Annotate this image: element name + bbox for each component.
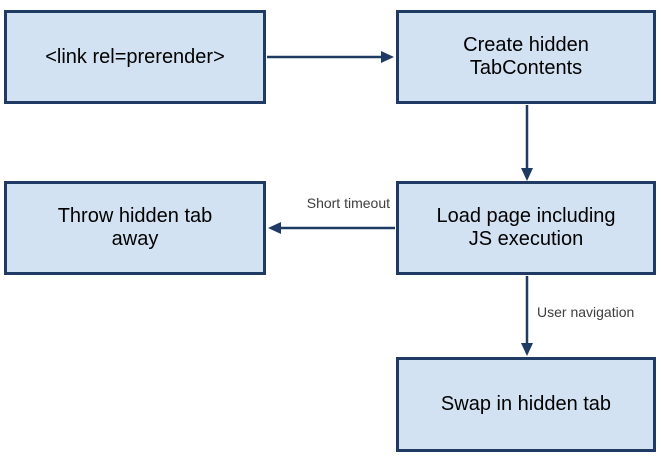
arrow-load-to-throw (268, 222, 395, 234)
arrow-create-to-load (521, 105, 533, 181)
node-create-hidden-tabcontents: Create hidden TabContents (396, 10, 656, 104)
node-swap-in-hidden-tab: Swap in hidden tab (396, 357, 656, 452)
arrow-load-to-swap (521, 276, 533, 356)
arrow-prerender-to-create (267, 51, 394, 63)
node-load-page-js-execution: Load page including JS execution (396, 181, 656, 275)
edge-label-user-navigation: User navigation (537, 304, 635, 320)
edge-label-short-timeout: Short timeout (306, 195, 390, 211)
node-throw-hidden-tab-away: Throw hidden tab away (4, 181, 266, 275)
node-link-rel-prerender: <link rel=prerender> (4, 10, 266, 104)
